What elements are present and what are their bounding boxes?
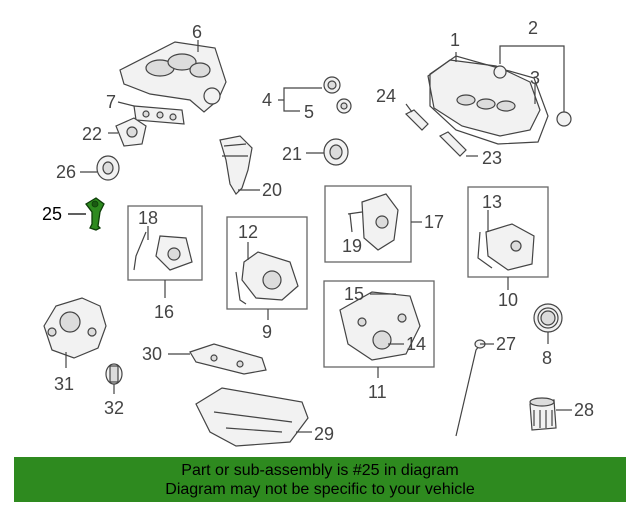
callout-18: 18	[138, 208, 158, 228]
bolt-part-23[interactable]	[438, 131, 467, 157]
manifold-gasket-part[interactable]	[133, 105, 185, 125]
dipstick-part[interactable]	[455, 339, 486, 437]
callout-31: 31	[54, 374, 74, 394]
group-box-9	[226, 216, 308, 310]
part-in-group-17[interactable]	[347, 193, 399, 251]
seal-part-2-right[interactable]	[556, 111, 572, 127]
callout-28: 28	[574, 400, 594, 420]
callout-2: 2	[528, 18, 538, 38]
parts-diagram: 1 2 3 4 5 6 7 8 9 10 11 12 13 14 15 16 1…	[42, 18, 594, 447]
group-box-11	[323, 280, 435, 368]
part-in-group-9[interactable]	[235, 251, 299, 305]
callout-9: 9	[262, 322, 272, 342]
callout-24: 24	[376, 86, 396, 106]
part-info-banner: Part or sub-assembly is #25 in diagram D…	[14, 457, 626, 502]
callout-10: 10	[498, 290, 518, 310]
group-box-17	[324, 185, 412, 263]
bracket-part-22[interactable]	[115, 117, 147, 147]
callout-25-highlighted: 25	[42, 204, 62, 224]
callout-19: 19	[342, 236, 362, 256]
highlighted-part-25[interactable]	[85, 197, 105, 231]
intake-manifold-part[interactable]	[119, 41, 227, 113]
callout-22: 22	[82, 124, 102, 144]
callout-23: 23	[482, 148, 502, 168]
callout-21: 21	[282, 144, 302, 164]
callout-1: 1	[450, 30, 460, 50]
callout-26: 26	[56, 162, 76, 182]
callout-30: 30	[142, 344, 162, 364]
callout-4: 4	[262, 90, 272, 110]
banner-line-1: Part or sub-assembly is #25 in diagram	[181, 462, 459, 479]
seal-part-5[interactable]	[336, 98, 352, 114]
callout-17: 17	[424, 212, 444, 232]
timing-cover-part-11[interactable]	[339, 291, 421, 361]
callout-11: 11	[368, 382, 387, 402]
callout-7: 7	[106, 92, 116, 112]
crank-pulley-part[interactable]	[533, 303, 563, 333]
oil-pump-part[interactable]	[43, 297, 107, 359]
timing-belt-part[interactable]	[219, 135, 253, 195]
callout-6: 6	[192, 22, 202, 42]
callout-20: 20	[262, 180, 282, 200]
part-in-group-10[interactable]	[477, 223, 535, 271]
callout-8: 8	[542, 348, 552, 368]
oil-pan-gasket-part[interactable]	[189, 343, 267, 375]
callout-13: 13	[482, 192, 502, 212]
bolt-part-24[interactable]	[404, 109, 429, 131]
callout-3: 3	[530, 68, 540, 88]
banner-line-2: Diagram may not be specific to your vehi…	[165, 481, 475, 498]
cap-part-4[interactable]	[323, 76, 341, 94]
oil-seal-part[interactable]	[96, 155, 120, 181]
callout-29: 29	[314, 424, 334, 444]
oil-filter-part[interactable]	[529, 397, 557, 431]
callout-32: 32	[104, 398, 124, 418]
callout-14: 14	[406, 334, 426, 354]
callout-5: 5	[304, 102, 314, 122]
callout-27: 27	[496, 334, 516, 354]
callout-16: 16	[154, 302, 174, 322]
seal-part-2-left[interactable]	[493, 65, 507, 79]
oil-pan-part[interactable]	[195, 387, 309, 447]
valve-cover-part[interactable]	[427, 59, 541, 137]
pulley-part-21[interactable]	[323, 138, 349, 166]
callout-15: 15	[344, 284, 364, 304]
part-in-group-16[interactable]	[133, 231, 193, 271]
valve-cover-gasket[interactable]	[429, 55, 549, 145]
callout-12: 12	[238, 222, 258, 242]
sensor-part-32[interactable]	[105, 363, 123, 385]
